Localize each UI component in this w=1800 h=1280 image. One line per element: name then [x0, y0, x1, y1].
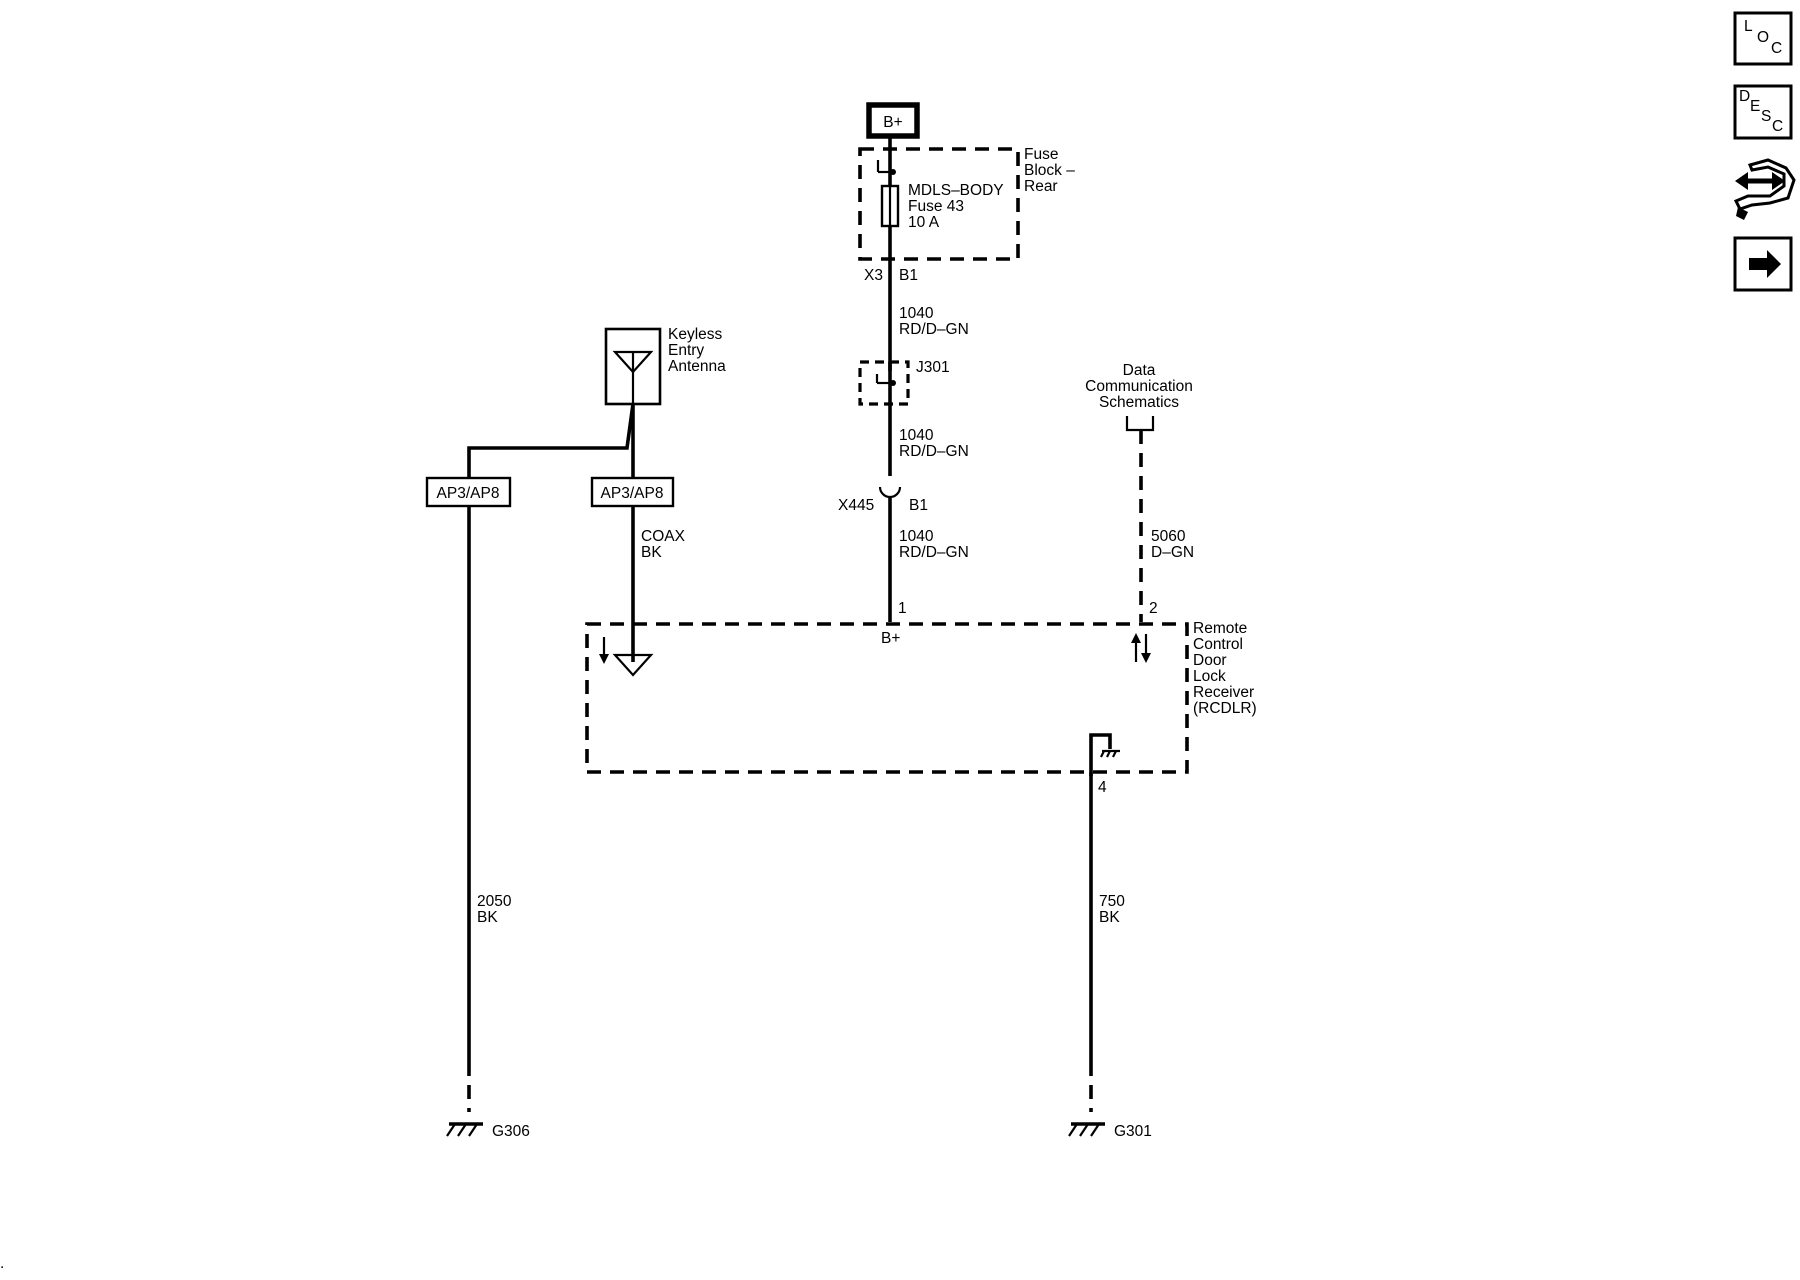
fuse-block-connector: X3: [864, 267, 883, 284]
rcdlr-pin-1-label: B+: [881, 630, 900, 647]
fuse-name: MDLS–BODY: [908, 182, 1004, 199]
svg-text:BK: BK: [641, 544, 662, 561]
svg-text:C: C: [1771, 40, 1782, 57]
svg-text:BK: BK: [477, 909, 498, 926]
connector-repair-icon[interactable]: [1733, 158, 1796, 220]
fuse-block-rear: MDLS–BODY Fuse 43 10 A Fuse Block – Rear…: [858, 146, 1075, 284]
svg-text:D: D: [1739, 88, 1750, 105]
internal-ground-icon: [1089, 733, 1120, 776]
antenna-label-3: Antenna: [668, 358, 726, 375]
data-communication-reference: Data Communication Schematics: [1085, 362, 1193, 432]
wire-2050-label: 2050 BK: [477, 893, 512, 926]
svg-text:BK: BK: [1099, 909, 1120, 926]
ap-connector-right: AP3/AP8: [590, 476, 675, 508]
rcdlr-label-2: Control: [1193, 636, 1243, 653]
antenna-input-icon: [612, 653, 654, 677]
ap-connector-left: AP3/AP8: [425, 476, 512, 508]
antenna-label-1: Keyless: [668, 326, 723, 343]
svg-text:O: O: [1757, 29, 1769, 46]
inline-connector-pin: B1: [909, 497, 928, 514]
svg-text:RD/D–GN: RD/D–GN: [899, 321, 969, 338]
wire-750-label: 750 BK: [1099, 893, 1125, 926]
inline-connector-label: X445: [838, 497, 874, 514]
svg-text:L: L: [1744, 18, 1753, 35]
data-comm-label-2: Communication: [1085, 378, 1193, 395]
power-source-b-plus: B+: [866, 102, 920, 139]
antenna-label-2: Entry: [668, 342, 704, 359]
svg-text:C: C: [1772, 118, 1783, 135]
power-source-label: B+: [883, 114, 902, 131]
splice-label: J301: [916, 359, 950, 376]
ground-icon: [1068, 1122, 1105, 1137]
svg-text:1040: 1040: [899, 305, 934, 322]
next-page-button[interactable]: [1733, 236, 1793, 292]
data-comm-label-3: Schematics: [1099, 394, 1179, 411]
svg-text:1040: 1040: [899, 528, 934, 545]
fuse-block-label-1: Fuse: [1024, 146, 1058, 163]
svg-text:5060: 5060: [1151, 528, 1186, 545]
data-comm-label-1: Data: [1123, 362, 1156, 379]
fuse-block-pin: B1: [899, 267, 918, 284]
ap-connector-right-label: AP3/AP8: [601, 485, 664, 502]
wire-1040-label-b: 1040 RD/D–GN: [899, 427, 969, 460]
svg-text:D–GN: D–GN: [1151, 544, 1194, 561]
fuse-block-label-3: Rear: [1024, 178, 1058, 195]
location-button[interactable]: L O C: [1733, 11, 1793, 66]
rcdlr-pin-2: 2: [1149, 600, 1158, 617]
ground-g301-label: G301: [1114, 1123, 1152, 1140]
arrow-right-icon: [1749, 250, 1781, 278]
rcdlr-module: 1 B+ 2 4 Remote Control Door Lock: [585, 600, 1257, 796]
rcdlr-pin-1: 1: [898, 600, 907, 617]
rcdlr-label-4: Lock: [1193, 668, 1226, 685]
inline-connector-x445: X445 B1: [838, 486, 928, 514]
svg-text:COAX: COAX: [641, 528, 686, 545]
ground-g301: G301: [1068, 1122, 1152, 1140]
fuse-number: Fuse 43: [908, 198, 964, 215]
svg-text:750: 750: [1099, 893, 1125, 910]
bidirectional-data-arrow-icon: [1131, 633, 1151, 663]
keyless-entry-antenna: Keyless Entry Antenna: [604, 326, 726, 406]
svg-text:RD/D–GN: RD/D–GN: [899, 544, 969, 561]
wire-1040-label-a: 1040 RD/D–GN: [899, 305, 969, 338]
ap-connector-left-label: AP3/AP8: [437, 485, 500, 502]
svg-text:2050: 2050: [477, 893, 512, 910]
ground-icon: [446, 1122, 483, 1137]
coax-label: COAX BK: [641, 528, 686, 561]
wire-5060-label: 5060 D–GN: [1151, 528, 1194, 561]
rcdlr-label-3: Door: [1193, 652, 1227, 669]
wire-1040-label-c: 1040 RD/D–GN: [899, 528, 969, 561]
fuse-block-label-2: Block –: [1024, 162, 1075, 179]
fuse-rating: 10 A: [908, 214, 940, 231]
rcdlr-pin-4: 4: [1098, 779, 1107, 796]
svg-text:RD/D–GN: RD/D–GN: [899, 443, 969, 460]
svg-text:E: E: [1750, 98, 1760, 115]
input-arrow-icon: [599, 637, 609, 664]
rcdlr-label-5: Receiver: [1193, 684, 1254, 701]
description-button[interactable]: D E S C: [1733, 84, 1793, 140]
svg-text:1040: 1040: [899, 427, 934, 444]
ground-g306-label: G306: [492, 1123, 530, 1140]
svg-text:S: S: [1761, 108, 1771, 125]
ground-g306: G306: [446, 1122, 530, 1140]
rcdlr-label-6: (RCDLR): [1193, 700, 1257, 717]
corner-mark: .: [0, 1255, 4, 1272]
rcdlr-label-1: Remote: [1193, 620, 1247, 637]
splice-j301: J301: [858, 359, 950, 406]
